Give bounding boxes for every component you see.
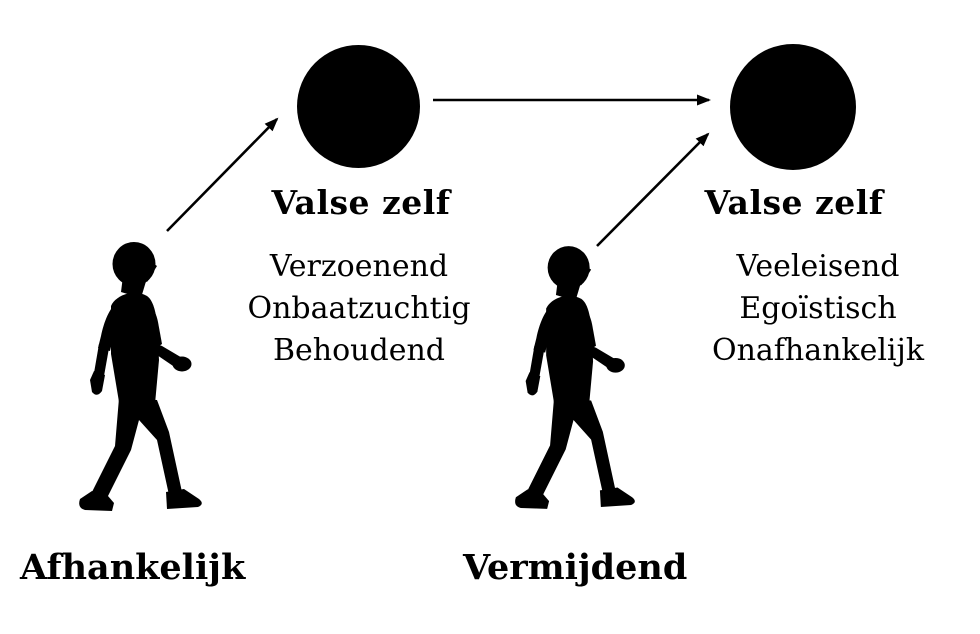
right-walking-person-icon — [515, 246, 635, 509]
left-traits-list: Verzoenend Onbaatzuchtig Behoudend — [229, 246, 489, 372]
left-trait-3: Behoudend — [273, 333, 445, 368]
right-diagonal-arrow — [596, 132, 710, 247]
right-traits-list: Veeleisend Egoïstisch Onafhankelijk — [688, 246, 948, 372]
right-trait-1: Veeleisend — [736, 249, 900, 284]
left-trait-1: Verzoenend — [269, 249, 449, 284]
left-trait-2: Onbaatzuchtig — [247, 291, 471, 326]
right-false-self-circle — [730, 44, 856, 170]
left-diagonal-arrow — [166, 117, 279, 232]
right-trait-2: Egoïstisch — [739, 291, 897, 326]
left-false-self-label: Valse zelf — [271, 183, 451, 222]
left-false-self-circle — [297, 45, 420, 168]
right-false-self-label: Valse zelf — [704, 183, 884, 222]
right-person-label: Vermijdend — [463, 547, 688, 588]
left-walking-person-icon — [79, 242, 202, 511]
left-person-label: Afhankelijk — [20, 547, 246, 588]
right-trait-3: Onafhankelijk — [711, 333, 925, 368]
